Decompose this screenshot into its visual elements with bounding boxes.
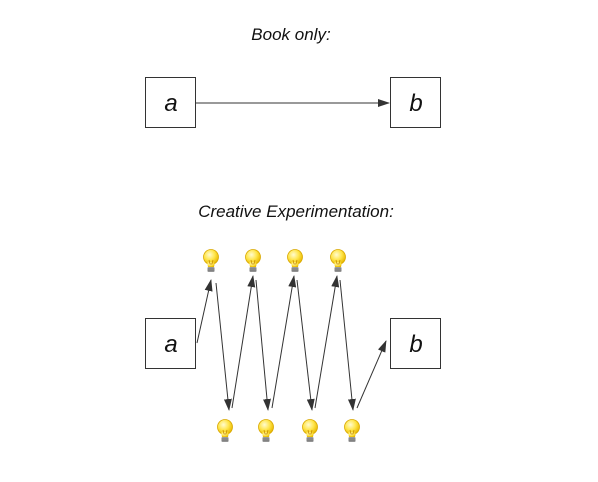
lightbulb-icon (203, 249, 219, 272)
zigzag-arrows (196, 275, 387, 411)
lightbulb-icon (330, 249, 346, 272)
arrow-bulb-top-2-to-bulb-bottom-2 (255, 279, 271, 411)
bottom-bulb-row (217, 419, 360, 442)
arrow-bulb-bottom-2-to-bulb-top-3 (271, 275, 297, 409)
book-only-title: Book only: (251, 25, 331, 44)
bottom-node-a-label: a (164, 331, 177, 358)
top-node-b: b (390, 77, 441, 128)
top-bulb-row (203, 249, 346, 272)
top-node-a: a (145, 77, 196, 128)
bottom-node-a: a (145, 318, 196, 369)
top-node-a-label: a (164, 90, 177, 117)
arrow-bulb-bottom-4-to-b (356, 340, 387, 409)
arrow-bulb-top-3-to-bulb-bottom-3 (296, 279, 315, 411)
lightbulb-icon (287, 249, 303, 272)
lightbulb-icon (245, 249, 261, 272)
lightbulb-icon (344, 419, 360, 442)
arrow-bulb-top-1-to-bulb-bottom-1 (215, 282, 232, 411)
lightbulb-icon (302, 419, 318, 442)
arrow-bulb-bottom-3-to-bulb-top-4 (314, 275, 340, 409)
lightbulb-icon (258, 419, 274, 442)
arrow-bulb-bottom-1-to-bulb-top-2 (231, 275, 256, 409)
bottom-node-b-label: b (409, 331, 422, 358)
arrow-bulb-top-4-to-bulb-bottom-4 (339, 279, 356, 411)
arrow-a-to-bulb-top-1 (196, 279, 213, 344)
bottom-node-b: b (390, 318, 441, 369)
lightbulb-icon (217, 419, 233, 442)
top-node-b-label: b (409, 90, 422, 117)
creative-experimentation-title: Creative Experimentation: (198, 202, 394, 221)
